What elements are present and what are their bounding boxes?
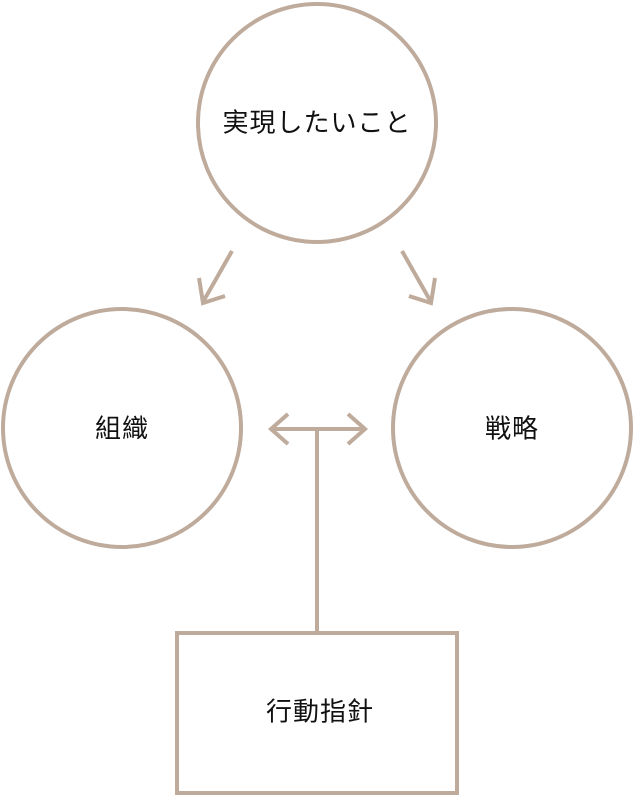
node-right-label: 戦略 <box>485 415 539 445</box>
node-bottom-label: 行動指針 <box>266 698 374 728</box>
node-top-circle <box>196 2 438 244</box>
node-top-label: 実現したいこと <box>222 109 411 139</box>
node-left-label: 組織 <box>95 415 149 445</box>
node-top: 実現したいこと <box>196 2 438 244</box>
node-bottom: 行動指針 <box>175 631 459 795</box>
arrow-top-to-left <box>197 250 234 306</box>
node-right-circle <box>391 307 633 549</box>
node-right: 戦略 <box>391 307 633 549</box>
arrow-top-to-right <box>400 250 437 306</box>
node-left: 組織 <box>1 307 243 549</box>
node-left-circle <box>1 307 243 549</box>
